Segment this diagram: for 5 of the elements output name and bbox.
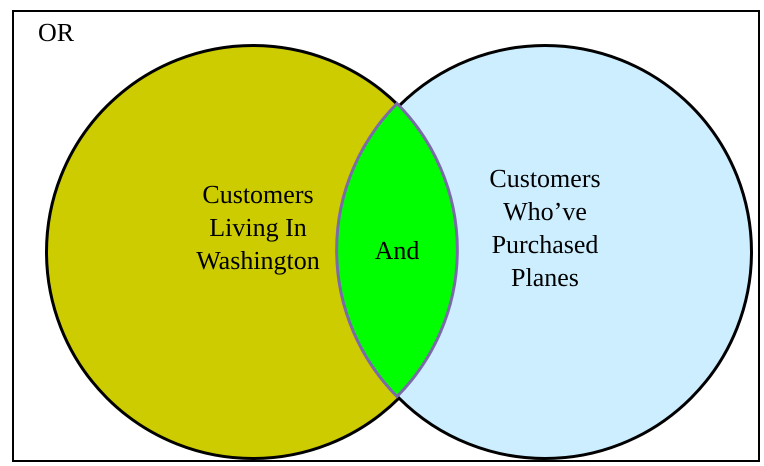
diagram-label: OR [38,17,76,49]
diagram-frame [12,10,760,462]
set-label: And [374,235,420,267]
set-label: Customers Who’ve Purchased Planes [488,163,602,294]
set-label: Customers Living In Washington [195,179,321,277]
